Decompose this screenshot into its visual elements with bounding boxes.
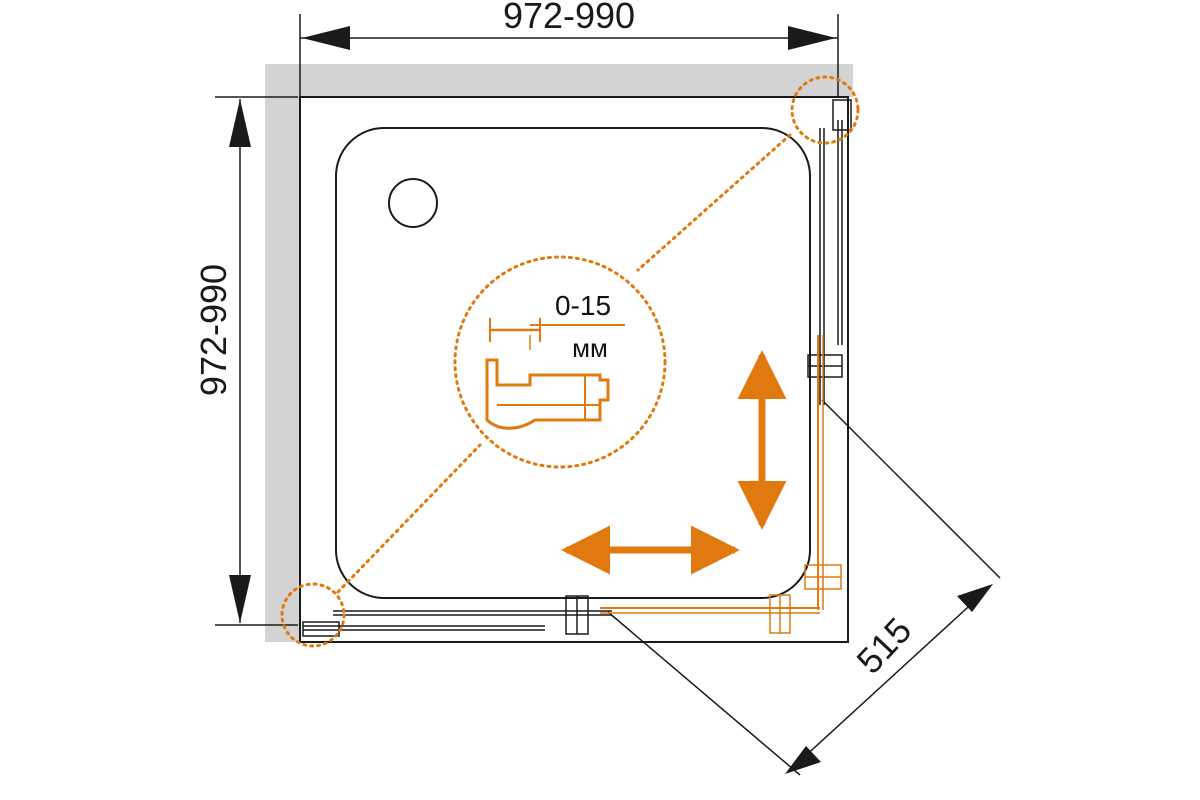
callout-top-right [790, 75, 860, 145]
left-dimension: 972-990 [193, 96, 298, 626]
shower-tray-outline [299, 96, 849, 643]
side-wall [265, 64, 300, 642]
top-dimension-label: 972-990 [503, 0, 635, 36]
slide-arrows [561, 350, 787, 575]
detail-magnifier [453, 255, 667, 469]
adjust-range-label: 0-15 [555, 290, 611, 321]
detail-callouts [280, 75, 860, 648]
walls [265, 64, 853, 642]
wall-profile-detail: 0-15 мм [485, 290, 625, 430]
back-wall [265, 64, 853, 97]
callout-bottom-left [280, 582, 346, 648]
door-dimension: 515 [607, 399, 1001, 776]
top-dimension: 972-990 [299, 0, 839, 96]
fixed-panel-bottom [302, 595, 612, 637]
shower-tray-basin [335, 127, 811, 599]
sliding-doors [600, 335, 842, 634]
door-dimension-label: 515 [848, 610, 919, 682]
drain-icon [388, 178, 438, 228]
fixed-panel-right [807, 99, 852, 405]
left-dimension-label: 972-990 [193, 264, 234, 396]
adjust-unit-label: мм [572, 333, 608, 363]
